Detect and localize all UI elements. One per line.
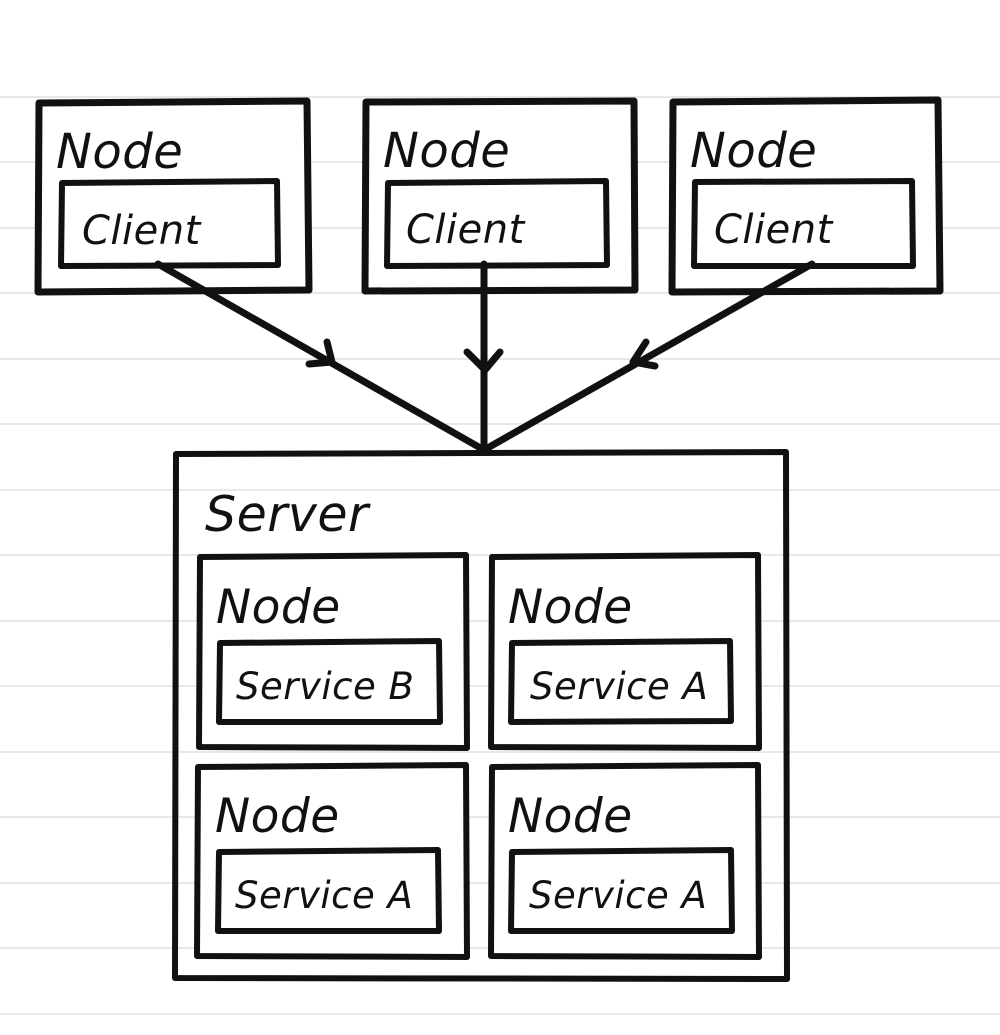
client-node-2[interactable]: Node Client [361, 97, 639, 295]
server-node-2-service-label: Service A [530, 665, 708, 708]
client-node-3[interactable]: Node Client [668, 96, 944, 296]
client-node-2-service-border [384, 178, 610, 269]
arrow-line [154, 260, 488, 454]
client-node-1[interactable]: Node Client [34, 97, 313, 296]
client-node-3-label: Node [690, 123, 817, 179]
arrow-head-icon [463, 348, 504, 374]
server-node-3[interactable]: Node Service A [194, 762, 470, 960]
client-node-3-service-border [691, 178, 916, 269]
server-border [172, 449, 790, 982]
arrow-head-icon [305, 338, 336, 368]
server-node-2[interactable]: Node Service A [488, 552, 762, 751]
arrow-line [480, 260, 816, 454]
server-node-2-service-border [508, 638, 734, 725]
server-node-3-service-border [215, 847, 442, 934]
server-node-3-label: Node [215, 789, 340, 844]
arrow-head-icon [629, 338, 659, 370]
server-node-4-service-border [508, 847, 735, 934]
connection-arrows [154, 260, 816, 454]
client-node-2-service-label: Client [406, 207, 526, 253]
server-node-1-label: Node [216, 580, 341, 635]
server-node-2-label: Node [508, 580, 633, 635]
server-label: Server [205, 486, 371, 543]
server-node-1[interactable]: Node Service B [196, 552, 470, 751]
arrow-client-1-to-server [154, 260, 488, 454]
server-node-1-service-label: Service B [236, 665, 414, 708]
server-container[interactable]: Server Node Service B Node Service A Nod… [172, 449, 790, 982]
server-node-4-label: Node [508, 789, 633, 844]
server-node-1-service-border [216, 638, 443, 725]
server-node-4[interactable]: Node Service A [488, 762, 762, 960]
arrow-client-2-to-server [463, 260, 504, 454]
client-node-1-label: Node [56, 124, 183, 180]
client-node-3-service-label: Client [714, 207, 834, 253]
client-node-2-label: Node [383, 123, 510, 179]
server-node-3-service-label: Service A [235, 874, 413, 917]
client-node-1-service-border [58, 178, 281, 269]
server-node-4-service-label: Service A [529, 874, 707, 917]
arrow-client-3-to-server [480, 260, 816, 454]
client-node-1-service-label: Client [82, 208, 202, 254]
